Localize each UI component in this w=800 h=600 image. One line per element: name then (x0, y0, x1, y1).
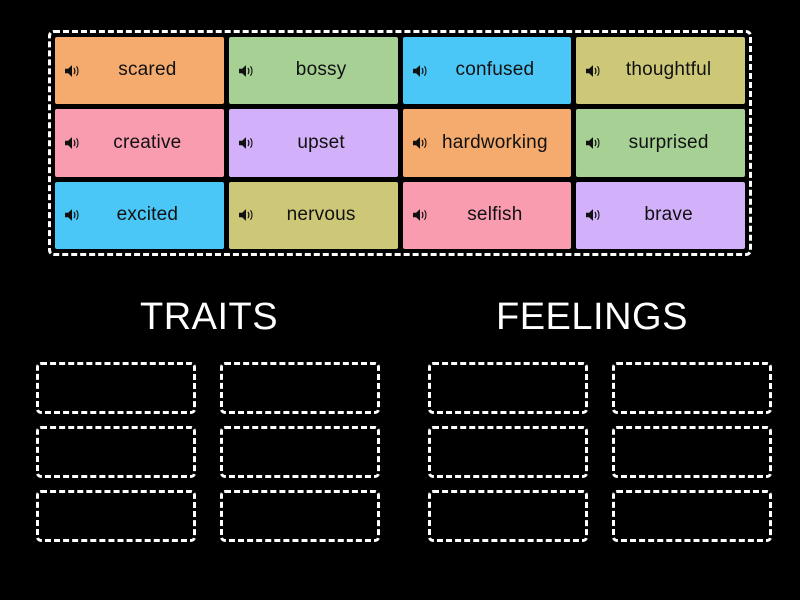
word-tile-brave[interactable]: brave (576, 181, 745, 249)
word-bank-grid: scared bossy confused (55, 37, 745, 249)
word-tile-label: selfish (467, 203, 523, 225)
word-tile-label: brave (644, 203, 693, 225)
word-tile-scared[interactable]: scared (55, 37, 224, 105)
word-tile-label: confused (455, 59, 535, 81)
dropzone-feelings-3[interactable] (428, 426, 588, 478)
speaker-icon[interactable] (585, 135, 602, 150)
dropzone-feelings-4[interactable] (612, 426, 772, 478)
word-tile-label: nervous (286, 203, 356, 225)
dropzone-traits-3[interactable] (36, 426, 196, 478)
category-heading-traits: TRAITS (140, 296, 279, 338)
word-tile-selfish[interactable]: selfish (402, 181, 572, 249)
dropzone-traits-2[interactable] (220, 362, 380, 414)
word-tile-surprised[interactable]: surprised (576, 109, 745, 177)
dropzone-feelings-5[interactable] (428, 490, 588, 542)
dropzone-traits-1[interactable] (36, 362, 196, 414)
dropzone-group-feelings (428, 362, 772, 542)
dropzone-traits-6[interactable] (220, 490, 380, 542)
word-tile-label: bossy (295, 59, 347, 81)
word-tile-thoughtful[interactable]: thoughtful (576, 37, 745, 105)
word-tile-bossy[interactable]: bossy (228, 37, 398, 105)
speaker-icon[interactable] (585, 208, 602, 223)
speaker-icon[interactable] (238, 208, 255, 223)
speaker-icon[interactable] (238, 135, 255, 150)
word-tile-label: thoughtful (625, 59, 712, 81)
speaker-icon[interactable] (238, 63, 255, 78)
word-tile-confused[interactable]: confused (402, 37, 572, 105)
category-heading-feelings: FEELINGS (496, 296, 688, 338)
word-tile-label: scared (118, 59, 177, 81)
speaker-icon[interactable] (64, 208, 81, 223)
speaker-icon[interactable] (412, 63, 429, 78)
speaker-icon[interactable] (412, 208, 429, 223)
dropzone-feelings-2[interactable] (612, 362, 772, 414)
word-tile-label: surprised (628, 131, 709, 153)
dropzone-traits-4[interactable] (220, 426, 380, 478)
speaker-icon[interactable] (585, 63, 602, 78)
dropzone-feelings-1[interactable] (428, 362, 588, 414)
speaker-icon[interactable] (64, 135, 81, 150)
word-tile-nervous[interactable]: nervous (228, 181, 398, 249)
word-tile-label: creative (113, 131, 182, 153)
word-tile-label: excited (116, 203, 179, 225)
dropzone-traits-5[interactable] (36, 490, 196, 542)
word-tile-upset[interactable]: upset (228, 109, 398, 177)
speaker-icon[interactable] (412, 135, 429, 150)
word-tile-label: hardworking (442, 131, 548, 153)
dropzone-group-traits (36, 362, 380, 542)
speaker-icon[interactable] (64, 63, 81, 78)
word-tile-label: upset (297, 131, 345, 153)
word-tile-creative[interactable]: creative (55, 109, 224, 177)
word-tile-hardworking[interactable]: hardworking (402, 109, 572, 177)
word-bank-container: scared bossy confused (48, 30, 752, 256)
word-tile-excited[interactable]: excited (55, 181, 224, 249)
dropzone-feelings-6[interactable] (612, 490, 772, 542)
